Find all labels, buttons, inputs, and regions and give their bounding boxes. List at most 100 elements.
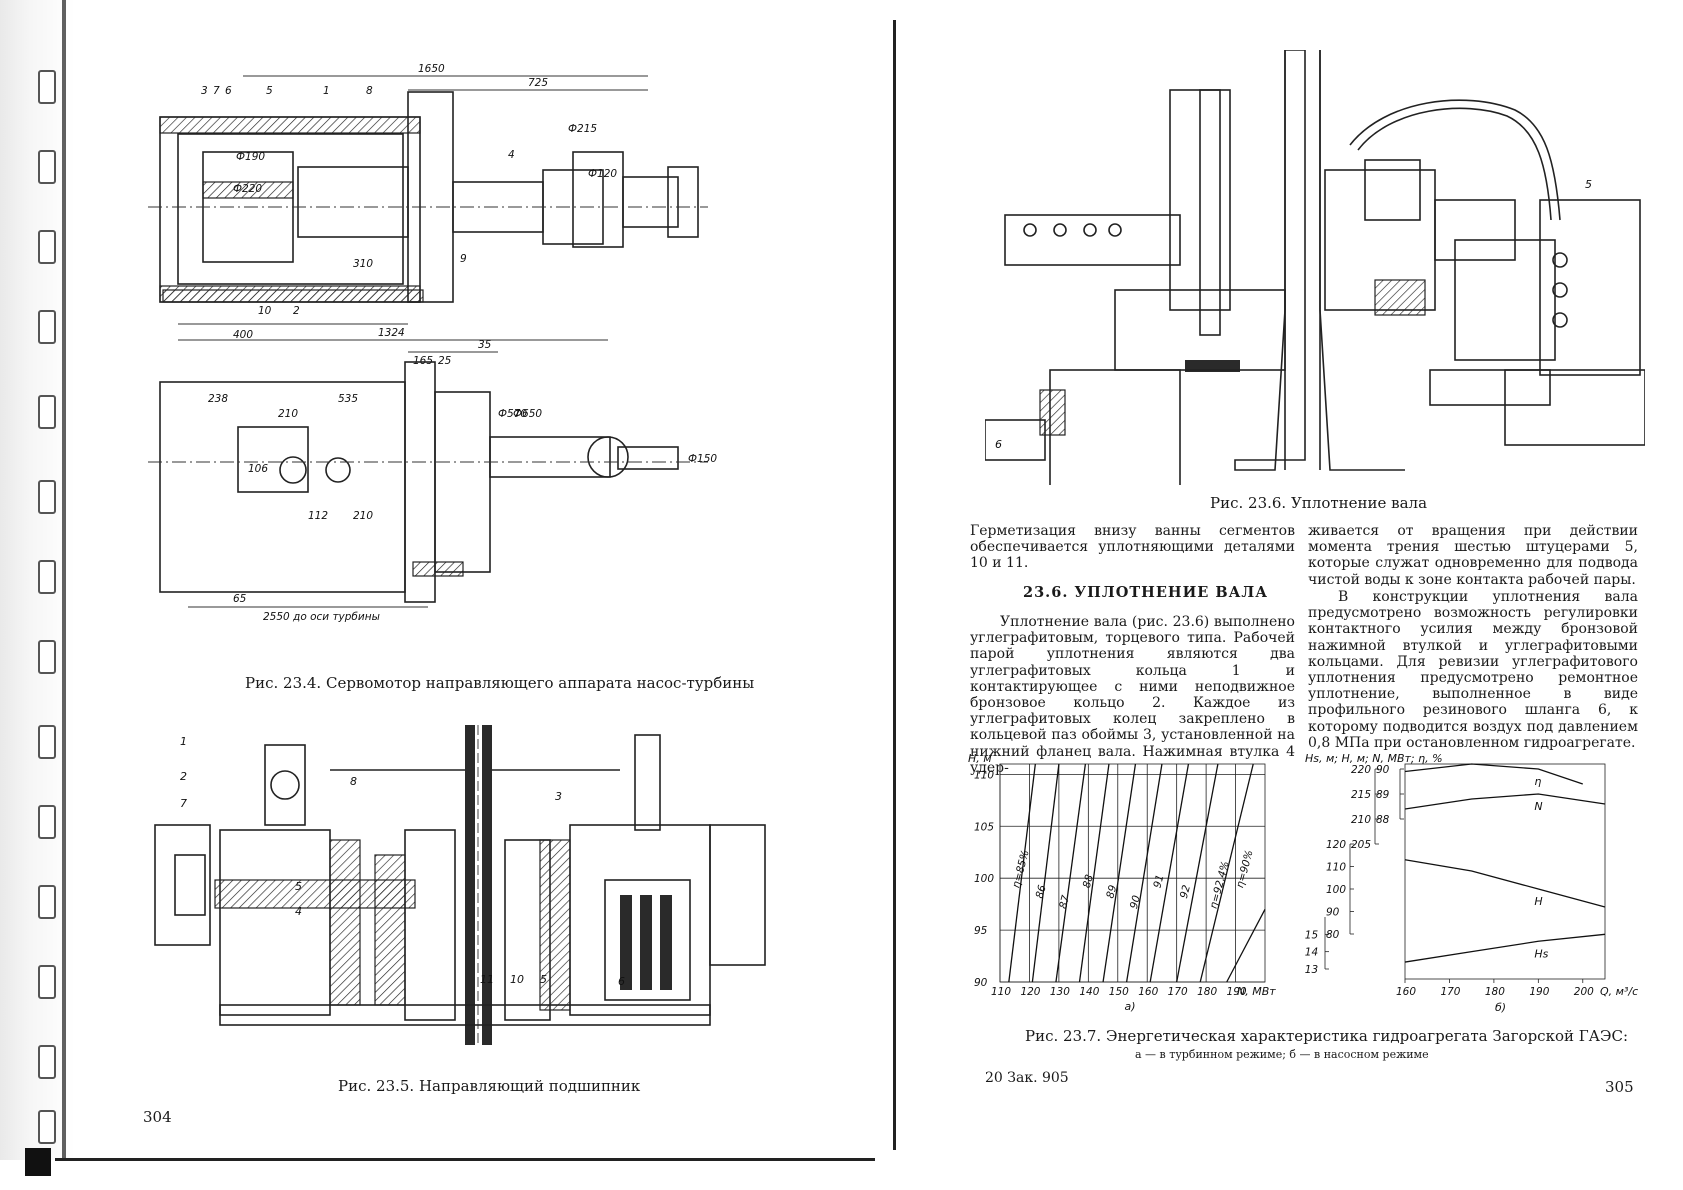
fig-23-7-subcaption: а — в турбинном режиме; б — в насосном р…: [1135, 1048, 1429, 1061]
fig-23-5-caption: Рис. 23.5. Направляющий подшипник: [338, 1077, 641, 1095]
y-tick-label: 90: [974, 977, 988, 989]
dim-65: 25: [438, 355, 452, 367]
x-tick-label: 190: [1227, 986, 1247, 998]
x-tick-label: 110: [991, 986, 1011, 998]
x-axis-label: N, МВт: [1237, 985, 1276, 998]
y-axis-label: Hs, м; H, м; N, МВт; η, %: [1305, 752, 1443, 765]
dim-790: 2550 до оси турбины: [263, 611, 380, 623]
binding-ring: [38, 805, 56, 839]
callout-8: 8: [366, 85, 373, 97]
callout-10: 10: [510, 973, 524, 986]
efficiency-contour: [1055, 763, 1087, 983]
callout-8: 8: [350, 775, 357, 788]
axis-tick-label: -14: [1305, 947, 1318, 959]
x-tick-label: 140: [1079, 986, 1099, 998]
section-heading: 23.6. УПЛОТНЕНИЕ ВАЛА: [1023, 584, 1269, 601]
efficiency-contour: [1102, 763, 1137, 983]
axis-tick-label: 120: [1326, 839, 1346, 851]
dim-1324: 1324: [378, 327, 405, 339]
axis-tick-label: -13: [1305, 964, 1318, 976]
fig-23-7-caption: Рис. 23.7. Энергетическая характеристика…: [1025, 1027, 1629, 1045]
binding-ring: [38, 480, 56, 514]
dim-165: 35: [478, 339, 492, 351]
y-axis-label: H, м: [968, 752, 992, 765]
callout-4: 4: [508, 149, 515, 161]
page-number-right: 305: [1605, 1078, 1634, 1096]
callout-5: 5: [1585, 178, 1592, 191]
x-tick-label: 180: [1485, 986, 1505, 998]
efficiency-contour: [1226, 909, 1266, 983]
y-tick-label: 110: [974, 769, 994, 781]
axis-tick-label: 205: [1351, 839, 1371, 851]
dim-phi570: Ф570: [498, 408, 527, 420]
x-tick-label: 150: [1109, 986, 1129, 998]
callout-4: 4: [295, 905, 302, 918]
dim-210: 210: [278, 408, 298, 420]
callout-5b: 5: [540, 973, 547, 986]
axis-tick-label: 90: [1376, 764, 1390, 776]
callout-2: 2: [293, 305, 300, 317]
fig-23-5-bearing-drawing: 1 2 7 8 5 4 3 11 10 5 6: [150, 725, 810, 1055]
contour-label: 86: [1034, 883, 1049, 899]
fig-23-4-caption: Рис. 23.4. Сервомотор направляющего аппа…: [245, 674, 755, 692]
col2-paragraph-2: В конструкции уплотнения вала предусмотр…: [1308, 589, 1638, 751]
binding-ring: [38, 1045, 56, 1079]
binding-ring: [38, 395, 56, 429]
callout-6: 6: [618, 975, 625, 988]
dim-112: 112: [308, 510, 328, 522]
binding-ring: [38, 310, 56, 344]
axis-tick-label: 215: [1351, 789, 1371, 801]
efficiency-contour: [1125, 763, 1163, 983]
dim-phi220: Ф220: [233, 183, 262, 195]
curve-label: η: [1534, 775, 1541, 788]
col1-paragraph-1: Герметизация внизу ванны сегментов обесп…: [970, 523, 1295, 572]
callout-1: 1: [323, 85, 330, 97]
book-spine-divider: [893, 20, 896, 1150]
dim-phi215: Ф215: [568, 123, 597, 135]
x-tick-label: 160: [1138, 986, 1158, 998]
y-tick-label: 95: [974, 925, 988, 937]
x-tick-label: 130: [1050, 986, 1070, 998]
efficiency-contour: [1078, 763, 1110, 983]
callout-3: 3: [555, 790, 562, 803]
axis-tick-label: 89: [1376, 789, 1390, 801]
curve-label: H: [1534, 895, 1542, 908]
callout-9: 9: [460, 253, 467, 265]
dim-725: 725: [528, 77, 548, 89]
callout-6: 6: [995, 438, 1002, 451]
efficiency-contour: [1199, 763, 1254, 983]
binding-ring: [38, 725, 56, 759]
binding-ring: [38, 150, 56, 184]
binding-ring: [38, 640, 56, 674]
binding-ring: [38, 560, 56, 594]
contour-label: 87: [1057, 894, 1072, 910]
characteristic-curve: [1404, 793, 1606, 810]
axis-tick-label: 210: [1351, 814, 1371, 826]
characteristic-curve: [1404, 933, 1606, 963]
scan-corner-mark: [25, 1148, 51, 1176]
efficiency-contour: [1008, 763, 1036, 983]
fig-23-6-shaft-seal-drawing: 6 5: [985, 50, 1645, 485]
y-tick-label: 100: [974, 873, 994, 885]
binding-ring: [38, 70, 56, 104]
col1-paragraph-2: Уплотнение вала (рис. 23.6) выполнено уг…: [970, 614, 1295, 776]
axis-tick-label: 88: [1376, 814, 1390, 826]
fig-23-6-caption: Рис. 23.6. Уплотнение вала: [1210, 494, 1428, 512]
dim-400: 400: [233, 329, 253, 341]
callout-5: 5: [266, 85, 273, 97]
dim-phi190: Ф190: [236, 151, 265, 163]
binding-ring: [38, 965, 56, 999]
plot-frame: [1404, 763, 1606, 980]
efficiency-contour: [1149, 763, 1190, 983]
scan-binding-edge: [62, 0, 66, 1160]
contour-label: 89: [1104, 883, 1119, 899]
page-bottom-edge: [55, 1158, 875, 1161]
dim-535: 535: [338, 393, 358, 405]
col2-paragraph-1: живается от вращения при действии момент…: [1308, 523, 1638, 588]
axis-tick-label: 80: [1326, 929, 1340, 941]
x-tick-label: 170: [1440, 986, 1460, 998]
x-tick-label: 170: [1168, 986, 1188, 998]
x-axis-label: Q, м³/с: [1600, 985, 1638, 998]
